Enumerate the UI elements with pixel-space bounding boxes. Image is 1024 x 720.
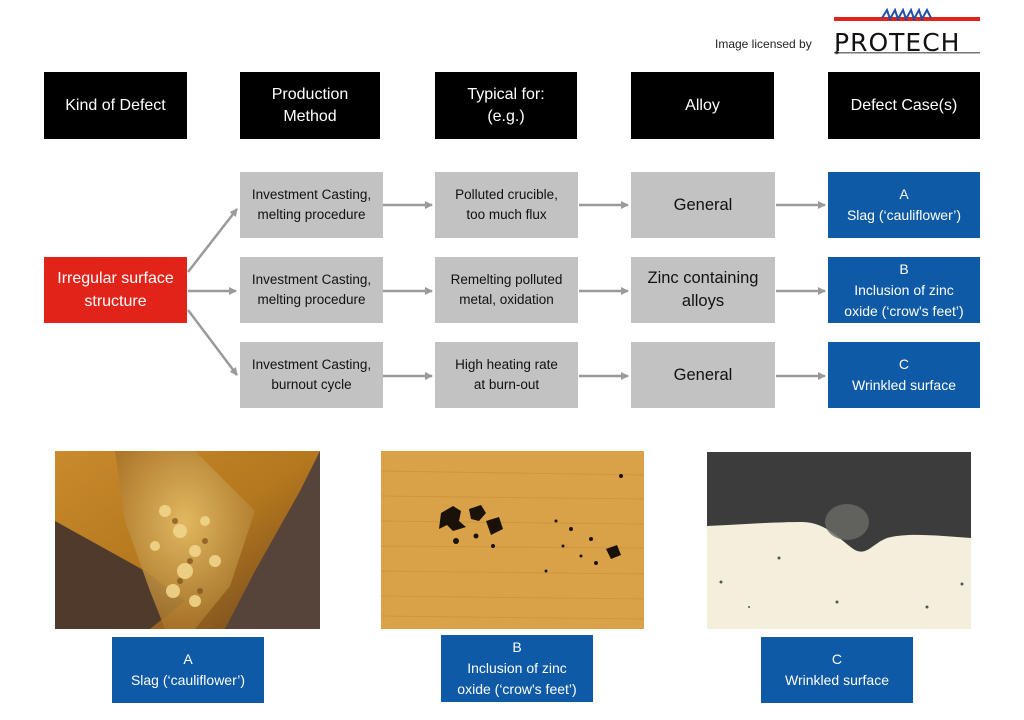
logo-mark: ✷ [834, 7, 980, 57]
row2-typical: Remelting polluted metal, oxidation [435, 257, 578, 323]
row1-method: Investment Casting, melting procedure [240, 172, 383, 238]
header-alloy: Alloy [631, 72, 774, 139]
row3-method: Investment Casting, burnout cycle [240, 342, 383, 408]
svg-text:✷: ✷ [834, 49, 840, 57]
row3-alloy: General [631, 342, 775, 408]
row2-method: Investment Casting, melting procedure [240, 257, 383, 323]
arrow-defect-to-row1 [187, 208, 238, 273]
defect-irregular-surface: Irregular surface structure [44, 257, 187, 323]
row1-typical: Polluted crucible, too much flux [435, 172, 578, 238]
header-production-method: Production Method [240, 72, 380, 139]
arrow-defect-to-row3 [187, 309, 238, 376]
logo-wordmark: PROTECH [834, 28, 961, 57]
photo-wrinkled-surface [707, 452, 971, 629]
caption-wrinkled-surface: C Wrinkled surface [761, 637, 913, 703]
header-defect-cases: Defect Case(s) [828, 72, 980, 139]
caption-zinc-oxide: B Inclusion of zinc oxide (‘crow's feet’… [441, 635, 593, 702]
photo-slag-image [55, 451, 320, 629]
row1-case: A Slag (‘cauliflower’) [828, 172, 980, 238]
photo-zinc-oxide [381, 451, 644, 629]
license-text: Image licensed by [715, 37, 812, 51]
photo-zinc-oxide-image [381, 451, 644, 629]
row2-case: B Inclusion of zinc oxide (‘crow's feet’… [828, 257, 980, 323]
caption-slag: A Slag (‘cauliflower’) [112, 637, 264, 703]
photo-wrinkled-surface-image [707, 452, 971, 629]
row1-alloy: General [631, 172, 775, 238]
header-kind-of-defect: Kind of Defect [44, 72, 187, 139]
header-typical-for: Typical for: (e.g.) [435, 72, 577, 139]
row3-typical: High heating rate at burn-out [435, 342, 578, 408]
row3-case: C Wrinkled surface [828, 342, 980, 408]
row2-alloy: Zinc containing alloys [631, 257, 775, 323]
photo-slag [55, 451, 320, 629]
protech-logo: ✷ PROTECH [832, 7, 982, 58]
